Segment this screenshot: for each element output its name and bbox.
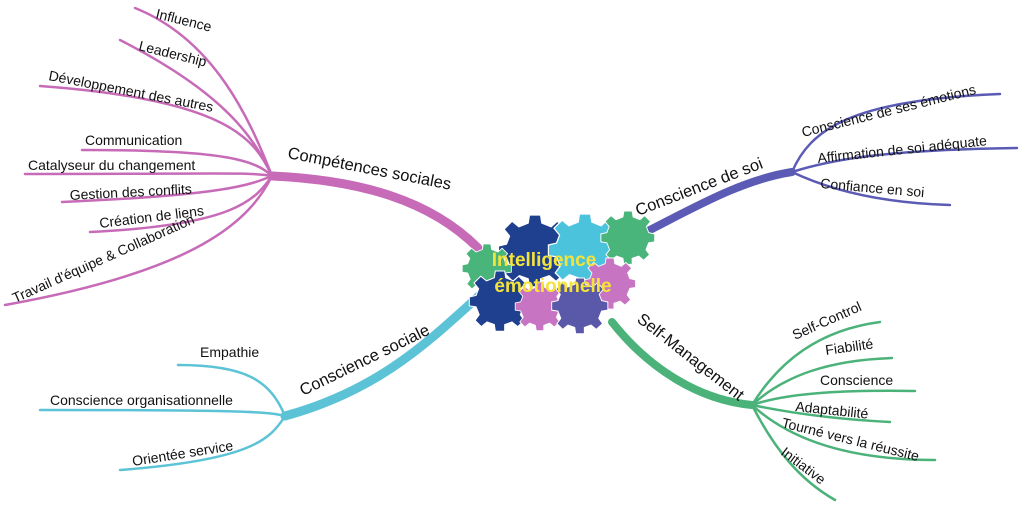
- leaf-affirmation: Affirmation de soi adéquate: [817, 132, 988, 166]
- leaf-gestion: Gestion des conflits: [69, 181, 192, 203]
- center-gear-cluster: Intelligence émotionnelle: [461, 210, 656, 335]
- leaf-leadership: Leadership: [137, 37, 208, 69]
- leaf-communication: Communication: [85, 132, 182, 148]
- edge-catalyseur: [23, 172, 274, 178]
- center-title-line-2: émotionnelle: [494, 276, 611, 297]
- leaf-conscience-orga: Conscience organisationnelle: [50, 392, 233, 408]
- branch-self-management: Self-Management Self-Control Fiabilité C…: [608, 298, 937, 502]
- edge-conscience-sm: [750, 389, 917, 407]
- leaf-initiative: Initiative: [778, 444, 829, 488]
- edge-gestion: [60, 174, 274, 204]
- edge-conscience-sociale-main: [280, 290, 485, 421]
- edge-fiabilite: [750, 356, 894, 407]
- edge-adaptabilite: [750, 403, 892, 424]
- edge-travail: [3, 174, 274, 307]
- edge-self-management-main: [608, 318, 756, 409]
- leaf-fiabilite: Fiabilité: [824, 335, 874, 358]
- edge-competences-main: [267, 171, 483, 253]
- branch-conscience-sociale: Conscience sociale Empathie Conscience o…: [38, 290, 485, 472]
- gear-green-right: [600, 210, 656, 265]
- edge-creation: [88, 174, 274, 234]
- leaf-adaptabilite: Adaptabilité: [795, 398, 870, 422]
- edge-influence: [133, 6, 274, 178]
- center-title-line-1: Intelligence: [492, 250, 597, 271]
- edge-communication: [80, 148, 274, 178]
- leaf-influence: Influence: [154, 5, 213, 34]
- edge-orientee: [118, 414, 287, 472]
- edge-empathie: [176, 363, 287, 418]
- leaf-empathie: Empathie: [200, 344, 259, 360]
- leaf-developpement: Développement des autres: [47, 67, 214, 115]
- leaf-conscience-emotions: Conscience de ses émotions: [800, 81, 978, 140]
- edge-conscience-orga: [38, 408, 287, 418]
- edge-self-control: [750, 320, 882, 407]
- leaf-conscience-sm: Conscience: [820, 372, 893, 388]
- edge-tourne: [750, 403, 937, 462]
- edge-developpement: [38, 84, 274, 178]
- branch-competences-sociales: Compétences sociales Influence Leadershi…: [3, 5, 483, 307]
- edge-confiance: [790, 170, 952, 207]
- edge-conscience-soi-main: [636, 168, 796, 239]
- edge-initiative: [750, 403, 837, 502]
- branch-conscience-de-soi: Conscience de soi Conscience de ses émot…: [633, 81, 1019, 239]
- edge-conscience-emotions: [790, 92, 1002, 174]
- edge-affirmation: [790, 146, 1019, 174]
- leaf-catalyseur: Catalyseur du changement: [28, 157, 195, 173]
